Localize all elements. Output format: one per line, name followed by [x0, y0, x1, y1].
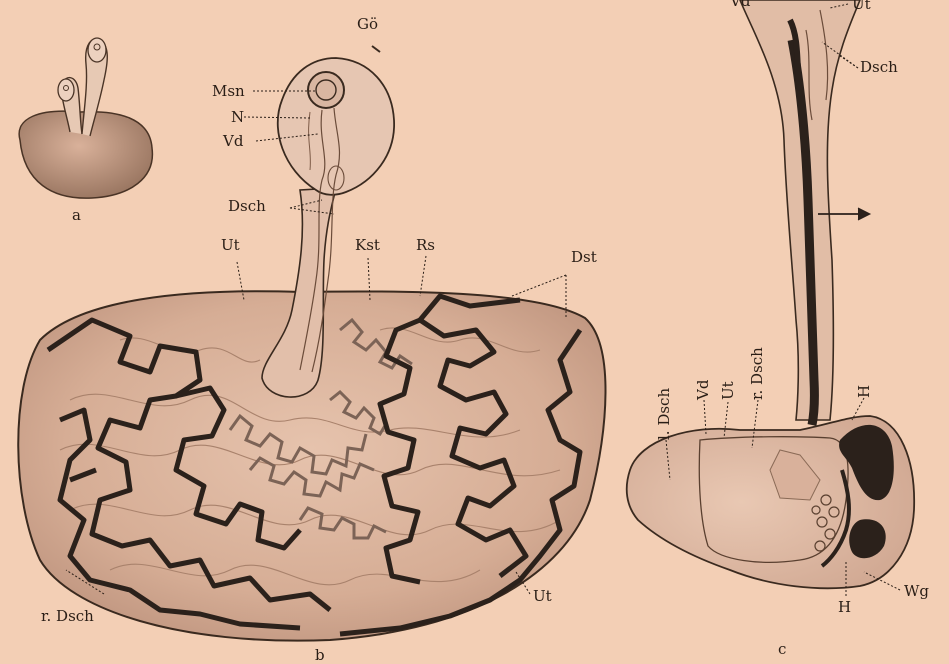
label-c-vd-partial: Vd [730, 0, 750, 9]
panel-c-specimen [627, 0, 914, 588]
label-r-dsch: r. Dsch [41, 609, 94, 624]
label-n: N [231, 110, 244, 125]
label-rs: Rs [416, 238, 435, 253]
label-c-l-dsch: l. Dsch [657, 388, 672, 440]
label-c-dsch-top: Dsch [860, 60, 898, 75]
panel-a-caption: a [72, 208, 81, 223]
label-c-h-top: H [857, 385, 872, 398]
label-c-ut: Ut [721, 381, 736, 400]
label-vd: Vd [223, 134, 243, 149]
label-ut-bottom: Ut [533, 589, 552, 604]
label-dsch: Dsch [228, 199, 266, 214]
panel-a-specimen [19, 38, 152, 198]
label-ut-top: Ut [221, 238, 240, 253]
label-kst: Kst [355, 238, 380, 253]
label-c-wg: Wg [904, 584, 929, 599]
label-dst: Dst [571, 250, 597, 265]
label-c-ut-top: Ut [852, 0, 871, 12]
panel-c-caption: c [778, 642, 786, 657]
label-c-r-dsch: r. Dsch [750, 347, 765, 400]
label-c-vd: Vd [696, 380, 711, 400]
label-c-h-bottom: H [838, 600, 851, 615]
panel-b-caption: b [315, 648, 325, 663]
label-msn: Msn [212, 84, 245, 99]
label-go: Gö [357, 17, 378, 32]
